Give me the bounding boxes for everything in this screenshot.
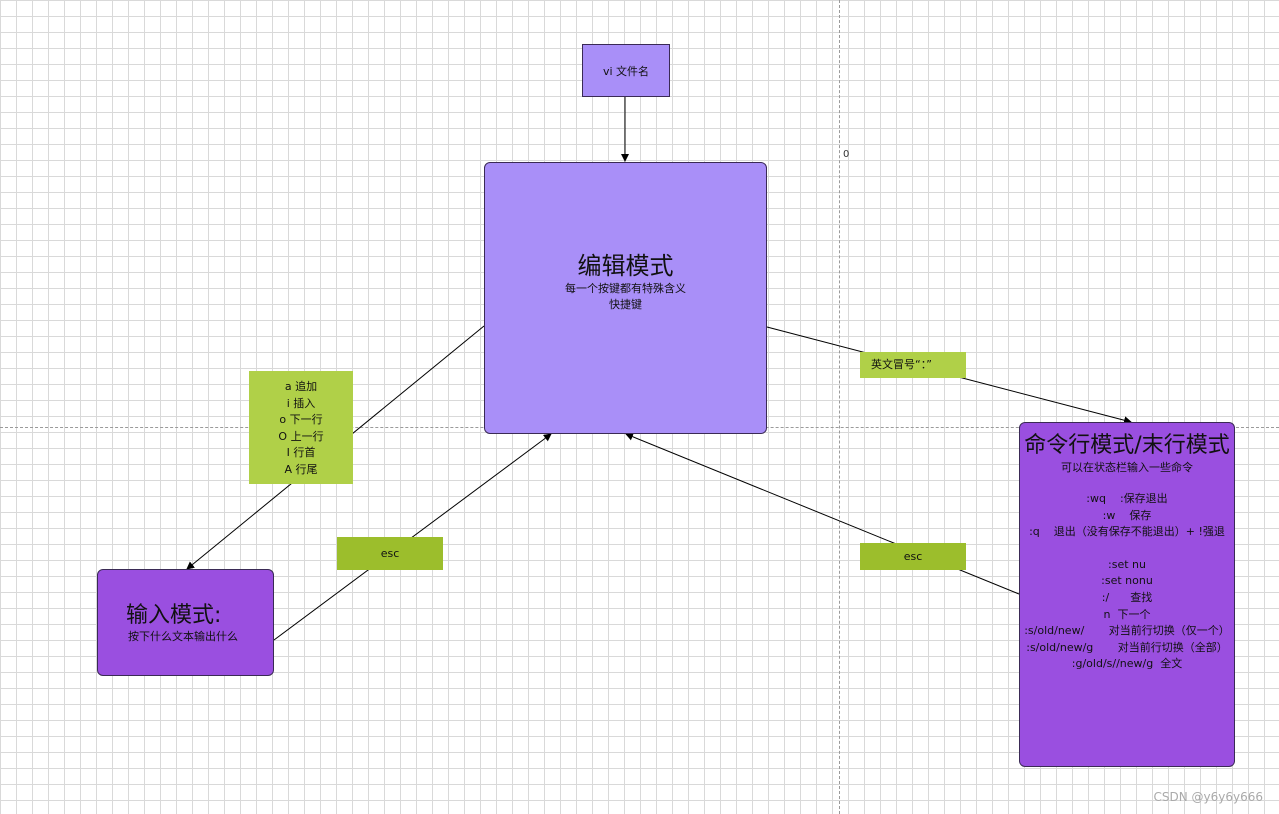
vi-filename-node[interactable]: vi 文件名 (582, 44, 670, 97)
command-line: :/ 查找 (1101, 590, 1153, 604)
edit-mode-line: 快捷键 (609, 298, 642, 311)
command-line: :wq :保存退出 (1086, 492, 1168, 505)
input-mode-title: 输入模式: (126, 603, 222, 628)
insert-key-line: I 行首 (286, 446, 316, 460)
insert-key-line: a 追加 (284, 380, 318, 393)
insert-key-line: o 下一行 (279, 413, 323, 427)
watermark: CSDN @y6y6y666 (1153, 790, 1263, 804)
command-line: :s/old/new/ 对当前行切换（仅一个） (1024, 624, 1230, 638)
command-line: :set nu (1108, 557, 1146, 571)
command-spacer (1020, 541, 1234, 557)
vertical-guide-line (839, 0, 840, 814)
edit-mode-title: 编辑模式 (577, 252, 674, 280)
edit-mode-node[interactable]: 编辑模式 每一个按键都有特殊含义 快捷键 (484, 162, 767, 434)
command-line: :set nonu (1101, 574, 1153, 588)
command-mode-node[interactable]: 命令行模式/末行模式 可以在状态栏输入一些命令 :wq :保存退出 :w 保存 … (1019, 422, 1235, 767)
colon-edge-label[interactable]: 英文冒号“：” (860, 352, 966, 378)
insert-key-line: A 行尾 (284, 462, 318, 476)
vi-filename-label: vi 文件名 (602, 64, 650, 78)
command-line: :s/old/new/g 对当前行切换（全部） (1026, 640, 1228, 654)
insert-key-line: i 插入 (286, 396, 316, 410)
origin-label: 0 (843, 149, 850, 160)
command-line: :q 退出（没有保存不能退出）+ !强退 (1029, 525, 1225, 539)
edit-mode-line: 每一个按键都有特殊含义 (565, 282, 686, 295)
input-mode-node[interactable]: 输入模式: 按下什么文本输出什么 (97, 569, 274, 676)
command-line: :g/old/s//new/g 全文 (1071, 657, 1183, 671)
command-mode-title: 命令行模式/末行模式 (1024, 433, 1230, 458)
edge-cmd-to-edit (625, 432, 1020, 595)
esc-from-input-label[interactable]: esc (337, 537, 443, 570)
esc-from-command-label[interactable]: esc (860, 543, 966, 570)
insert-keys-label[interactable]: a 追加 i 插入 o 下一行 O 上一行 I 行首 A 行尾 (249, 371, 353, 484)
command-line: :w 保存 (1102, 508, 1152, 522)
command-mode-subtitle: 可以在状态栏输入一些命令 (1061, 461, 1193, 474)
input-mode-subtitle: 按下什么文本输出什么 (128, 630, 238, 643)
command-line: n 下一个 (1103, 607, 1151, 621)
insert-key-line: O 上一行 (278, 429, 324, 443)
